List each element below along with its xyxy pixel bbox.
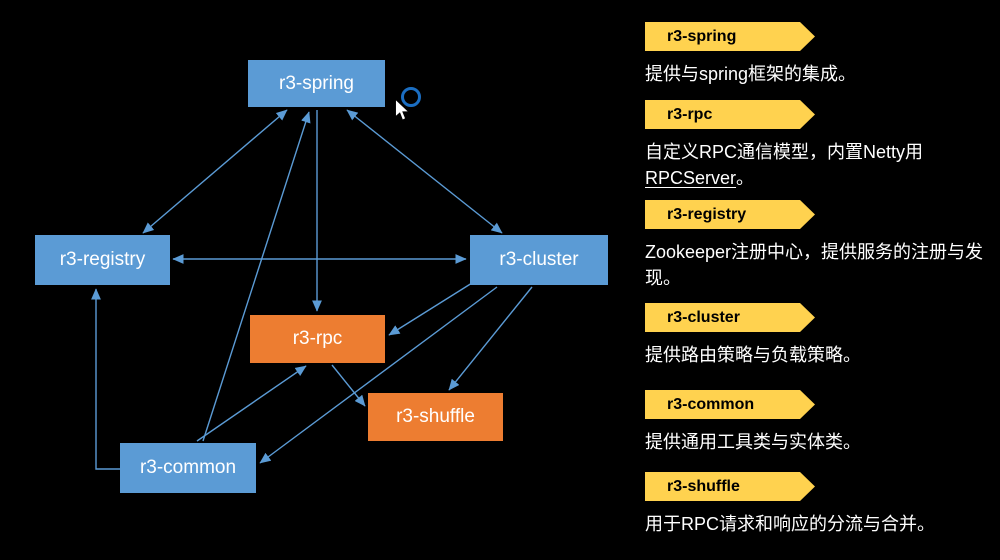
pointer-arrow-icon <box>394 98 411 121</box>
legend-desc-line1: 自定义RPC通信模型，内置Netty用 <box>645 142 924 162</box>
legend-banner-label: r3-shuffle <box>667 477 740 495</box>
busy-ring-icon <box>401 87 421 107</box>
node-r3-spring: r3-spring <box>248 60 385 107</box>
edge-cluster-common <box>259 286 498 464</box>
legend-desc: 提供与spring框架的集成。 <box>645 64 857 84</box>
node-r3-registry: r3-registry <box>35 235 170 285</box>
legend-banner-label: r3-spring <box>667 27 737 45</box>
legend-desc: Zookeeper注册中心，提供服务的注册与发现。 <box>645 242 984 289</box>
node-r3-common: r3-common <box>120 443 256 493</box>
legend-item-r3-common: r3-common 提供通用工具类与实体类。 <box>645 390 993 455</box>
edge-common-spring <box>202 111 311 442</box>
dependency-edges <box>91 109 533 470</box>
node-label: r3-cluster <box>499 249 579 270</box>
legend-banner: r3-common <box>645 390 815 419</box>
legend-banner-label: r3-common <box>667 395 755 413</box>
node-r3-cluster: r3-cluster <box>470 235 608 285</box>
node-label: r3-registry <box>59 249 146 270</box>
legend-item-r3-shuffle: r3-shuffle 用于RPC请求和响应的分流与合并。 <box>645 472 993 537</box>
edge-spring-registry <box>142 109 288 234</box>
legend-banner: r3-rpc <box>645 100 815 129</box>
legend-desc-underlined-word: RPCServer <box>645 168 737 189</box>
edge-rpc-shuffle <box>331 364 366 407</box>
legend-desc: 自定义RPC通信模型，内置Netty用 RPCServer。 <box>645 139 985 191</box>
legend-desc: 用于RPC请求和响应的分流与合并。 <box>645 514 936 534</box>
legend-item-r3-cluster: r3-cluster 提供路由策略与负载策略。 <box>645 303 993 368</box>
legend-banner-label: r3-rpc <box>667 105 713 123</box>
legend-banner-label: r3-registry <box>667 205 747 223</box>
legend-banner: r3-registry <box>645 200 815 229</box>
edge-common-rpc <box>196 365 307 442</box>
node-label: r3-shuffle <box>396 406 475 427</box>
legend-item-r3-registry: r3-registry Zookeeper注册中心，提供服务的注册与发现。 <box>645 200 993 291</box>
cursor-icon <box>393 85 425 129</box>
module-diagram: r3-spring r3-registry r3-cluster r3-rpc … <box>35 60 608 493</box>
legend-banner-label: r3-cluster <box>667 308 740 326</box>
edge-common-registry <box>91 288 122 470</box>
node-r3-shuffle: r3-shuffle <box>368 393 503 441</box>
node-label: r3-rpc <box>292 328 343 349</box>
legend-desc: 提供通用工具类与实体类。 <box>645 432 861 452</box>
legend-banner: r3-spring <box>645 22 815 51</box>
legend-item-r3-rpc: r3-rpc 自定义RPC通信模型，内置Netty用 RPCServer。 <box>645 100 993 191</box>
legend-desc: 提供路由策略与负载策略。 <box>645 345 861 365</box>
legend-panel: r3-spring 提供与spring框架的集成。 r3-rpc 自定义RPC通… <box>645 0 993 560</box>
legend-item-r3-spring: r3-spring 提供与spring框架的集成。 <box>645 22 993 87</box>
node-r3-rpc: r3-rpc <box>250 315 385 363</box>
edge-cluster-rpc <box>388 282 473 336</box>
node-label: r3-common <box>139 457 237 478</box>
edge-cluster-shuffle <box>448 286 533 391</box>
node-label: r3-spring <box>279 72 354 94</box>
edge-spring-cluster <box>346 109 503 234</box>
legend-desc-tail: 。 <box>736 168 755 189</box>
legend-banner: r3-shuffle <box>645 472 815 501</box>
legend-banner: r3-cluster <box>645 303 815 332</box>
